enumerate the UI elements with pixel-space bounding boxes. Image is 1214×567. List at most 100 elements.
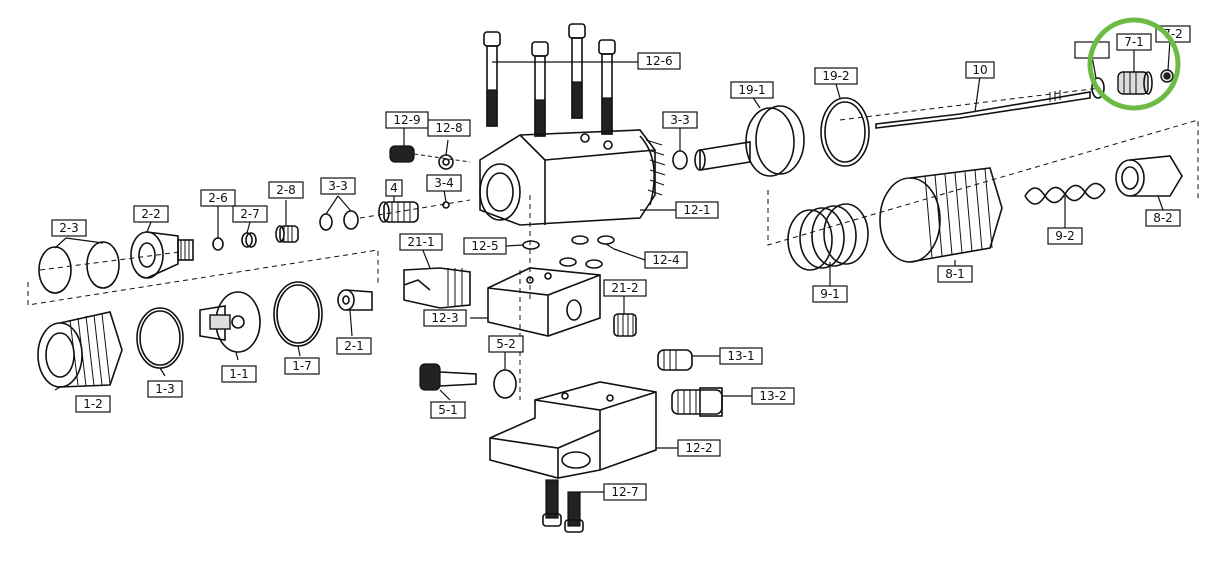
callout-3-4: 3-4 bbox=[426, 174, 462, 192]
callout-1-7: 1-7 bbox=[284, 357, 320, 375]
svg-text:12-5: 12-5 bbox=[471, 239, 498, 253]
part-7-2-nut bbox=[1160, 69, 1174, 83]
callout-4: 4 bbox=[385, 179, 403, 197]
svg-text:1-2: 1-2 bbox=[83, 397, 103, 411]
callout-9-2: 9-2 bbox=[1047, 227, 1083, 245]
part-1-1-air-cap bbox=[199, 291, 261, 353]
callout-5-1: 5-1 bbox=[430, 401, 466, 419]
svg-text:10: 10 bbox=[972, 63, 987, 77]
callout-12-4: 12-4 bbox=[644, 251, 688, 269]
svg-text:1-3: 1-3 bbox=[155, 382, 175, 396]
part-5-2-ring bbox=[493, 369, 517, 399]
svg-text:8-2: 8-2 bbox=[1153, 211, 1173, 225]
part-3-3-washers-left bbox=[319, 210, 359, 231]
svg-text:8-1: 8-1 bbox=[945, 267, 965, 281]
part-8-2-cap-nut bbox=[1115, 155, 1183, 197]
svg-text:2-1: 2-1 bbox=[344, 339, 364, 353]
part-12-1-main-body bbox=[479, 129, 666, 226]
part-8-1-knurled-nut bbox=[879, 167, 1003, 263]
callout-12-5: 12-5 bbox=[463, 237, 507, 255]
part-3-4-ball bbox=[442, 201, 450, 209]
part-21-2-fitting bbox=[613, 313, 637, 337]
part-1-7-ring bbox=[273, 281, 323, 347]
callout-1-2: 1-2 bbox=[75, 395, 111, 413]
svg-text:5-1: 5-1 bbox=[438, 403, 458, 417]
svg-text:2-8: 2-8 bbox=[276, 183, 296, 197]
callout-12-7: 12-7 bbox=[603, 483, 647, 501]
svg-text:12-4: 12-4 bbox=[652, 253, 679, 267]
svg-text:7-1: 7-1 bbox=[1124, 35, 1144, 49]
part-13-1-plug bbox=[657, 349, 693, 371]
svg-text:19-2: 19-2 bbox=[822, 69, 849, 83]
part-9-1-spring bbox=[787, 203, 869, 271]
part-12-4-seals bbox=[559, 235, 615, 269]
callout-1-3: 1-3 bbox=[147, 380, 183, 398]
part-7-1-bushing bbox=[1117, 71, 1153, 95]
callout-2-1: 2-1 bbox=[336, 337, 372, 355]
part-2-2-nozzle bbox=[130, 231, 194, 279]
part-7-blank-ring bbox=[1091, 77, 1105, 99]
part-2-7-ring bbox=[241, 232, 257, 248]
svg-text:12-6: 12-6 bbox=[645, 54, 672, 68]
callout-12-2: 12-2 bbox=[677, 439, 721, 457]
callout-3-3-left: 3-3 bbox=[320, 177, 356, 195]
svg-text:13-2: 13-2 bbox=[759, 389, 786, 403]
callout-9-1: 9-1 bbox=[812, 285, 848, 303]
callout-10: 10 bbox=[965, 61, 995, 79]
callout-12-6: 12-6 bbox=[637, 52, 681, 70]
callout-8-1: 8-1 bbox=[937, 265, 973, 283]
part-19-2-ring bbox=[820, 97, 870, 167]
callout-2-7: 2-7 bbox=[232, 205, 268, 223]
part-12-6-bolts bbox=[483, 23, 640, 137]
part-2-3-o-rings bbox=[38, 241, 120, 294]
callout-13-2: 13-2 bbox=[751, 387, 795, 405]
svg-text:21-2: 21-2 bbox=[611, 281, 638, 295]
part-1-2-cap bbox=[37, 311, 123, 388]
svg-text:3-3: 3-3 bbox=[328, 179, 348, 193]
svg-text:21-1: 21-1 bbox=[407, 235, 434, 249]
part-12-5-seal bbox=[522, 240, 540, 250]
callout-21-2: 21-2 bbox=[603, 279, 647, 297]
svg-text:13-1: 13-1 bbox=[727, 349, 754, 363]
callout-8-2: 8-2 bbox=[1145, 209, 1181, 227]
part-2-6-seal bbox=[212, 237, 224, 251]
callout-12-3: 12-3 bbox=[423, 309, 467, 327]
svg-text:19-1: 19-1 bbox=[738, 83, 765, 97]
svg-text:12-7: 12-7 bbox=[611, 485, 638, 499]
svg-text:9-2: 9-2 bbox=[1055, 229, 1075, 243]
part-4-fitting bbox=[378, 201, 419, 223]
callout-2-6: 2-6 bbox=[200, 189, 236, 207]
svg-text:12-2: 12-2 bbox=[685, 441, 712, 455]
callout-labels: 1-1 1-2 1-3 1-7 2-1 2-2 2-3 2-6 2-7 2-8 … bbox=[51, 25, 1191, 501]
part-12-8-washer bbox=[438, 154, 454, 170]
part-12-3-block bbox=[487, 267, 601, 337]
callout-2-3: 2-3 bbox=[51, 219, 87, 237]
callout-1-1: 1-1 bbox=[221, 365, 257, 383]
svg-text:9-1: 9-1 bbox=[820, 287, 840, 301]
part-12-9-plug bbox=[389, 145, 471, 163]
svg-text:4: 4 bbox=[390, 181, 398, 195]
part-12-2-bracket bbox=[489, 381, 657, 479]
svg-text:2-2: 2-2 bbox=[141, 207, 161, 221]
part-9-2-spring bbox=[1024, 182, 1106, 205]
svg-text:3-4: 3-4 bbox=[434, 176, 454, 190]
callout-5-2: 5-2 bbox=[488, 335, 524, 353]
callout-21-1: 21-1 bbox=[399, 233, 443, 251]
callout-12-1: 12-1 bbox=[675, 201, 719, 219]
part-13-2-fitting bbox=[671, 387, 723, 417]
svg-text:12-1: 12-1 bbox=[683, 203, 710, 217]
svg-text:3-3: 3-3 bbox=[670, 113, 690, 127]
callout-13-1: 13-1 bbox=[719, 347, 763, 365]
highlight-circle-7-1 bbox=[1087, 17, 1181, 111]
callout-3-3-right: 3-3 bbox=[662, 111, 698, 129]
callout-2-8: 2-8 bbox=[268, 181, 304, 199]
part-3-3-washer-right bbox=[672, 150, 688, 170]
part-12-7-screws bbox=[542, 479, 584, 533]
svg-text:2-3: 2-3 bbox=[59, 221, 79, 235]
callout-19-2: 19-2 bbox=[814, 67, 858, 85]
svg-text:12-3: 12-3 bbox=[431, 311, 458, 325]
callout-12-8: 12-8 bbox=[427, 119, 471, 137]
callout-7-1: 7-1 bbox=[1116, 33, 1152, 51]
part-19-1-piston bbox=[694, 105, 805, 177]
part-10-needle bbox=[875, 90, 1091, 129]
